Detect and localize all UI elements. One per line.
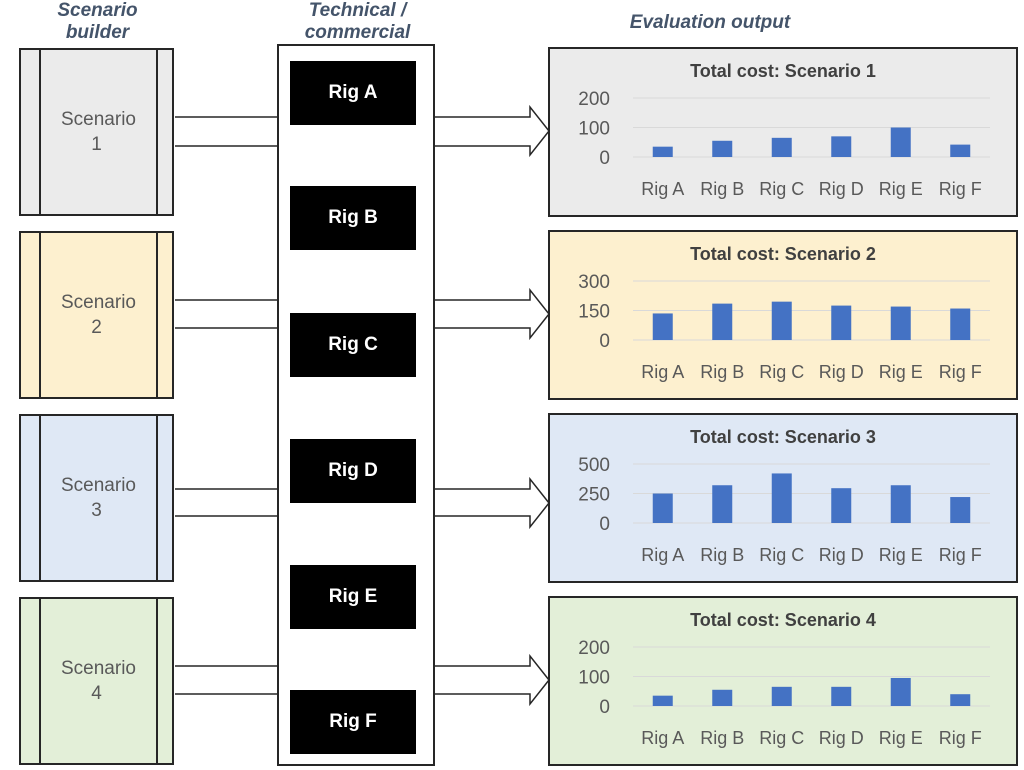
- scenario-box-1: Scenario 1: [19, 48, 174, 216]
- x-tick-label: Rig C: [759, 179, 804, 199]
- x-tick-label: Rig B: [700, 179, 744, 199]
- bar: [771, 473, 792, 523]
- x-tick-label: Rig D: [819, 728, 864, 748]
- y-tick-label: 150: [578, 302, 610, 323]
- scenario-box-divider: [39, 233, 41, 397]
- bar: [712, 140, 733, 157]
- y-tick-label: 0: [599, 697, 610, 718]
- x-tick-label: Rig B: [700, 728, 744, 748]
- bar: [771, 301, 792, 340]
- x-tick-label: Rig F: [939, 362, 982, 382]
- x-tick-label: Rig F: [939, 179, 982, 199]
- x-tick-label: Rig C: [759, 728, 804, 748]
- bar: [950, 694, 971, 706]
- bar: [652, 313, 673, 340]
- rig-box-e: Rig E: [290, 565, 416, 629]
- x-tick-label: Rig D: [819, 362, 864, 382]
- bar: [950, 497, 971, 523]
- scenario-box-3: Scenario 3: [19, 414, 174, 582]
- x-tick-label: Rig A: [641, 362, 684, 382]
- technical-commercial-box: [277, 44, 435, 766]
- scenario-box-divider: [156, 599, 158, 763]
- chart-title: Total cost: Scenario 1: [690, 61, 876, 81]
- bar: [771, 137, 792, 157]
- bar: [831, 305, 852, 340]
- x-tick-label: Rig B: [700, 362, 744, 382]
- scenario-box-divider: [156, 50, 158, 214]
- bar: [890, 127, 911, 157]
- x-tick-label: Rig A: [641, 545, 684, 565]
- rig-box-d: Rig D: [290, 439, 416, 503]
- bar: [652, 146, 673, 157]
- bar: [771, 686, 792, 706]
- chart-title: Total cost: Scenario 2: [690, 244, 876, 264]
- y-tick-label: 0: [599, 514, 610, 535]
- y-tick-label: 300: [578, 272, 610, 293]
- bar: [652, 695, 673, 706]
- scenario-box-divider: [156, 233, 158, 397]
- rig-box-a: Rig A: [290, 61, 416, 125]
- rig-box-f: Rig F: [290, 690, 416, 754]
- y-tick-label: 100: [578, 668, 610, 689]
- scenario-box-4: Scenario 4: [19, 597, 174, 765]
- bar: [890, 485, 911, 523]
- bar: [712, 689, 733, 706]
- y-tick-label: 500: [578, 455, 610, 476]
- x-tick-label: Rig E: [879, 179, 923, 199]
- bar: [712, 485, 733, 523]
- bar: [950, 308, 971, 340]
- bar: [831, 136, 852, 157]
- y-tick-label: 100: [578, 119, 610, 140]
- rig-box-c: Rig C: [290, 313, 416, 377]
- x-tick-label: Rig D: [819, 179, 864, 199]
- x-tick-label: Rig E: [879, 728, 923, 748]
- scenario-label: Scenario 2: [61, 292, 136, 338]
- x-tick-label: Rig F: [939, 545, 982, 565]
- bar: [890, 306, 911, 340]
- bar: [890, 677, 911, 706]
- scenario-box-divider: [39, 416, 41, 580]
- scenario-box-divider: [156, 416, 158, 580]
- y-tick-label: 200: [578, 89, 610, 110]
- technical-commercial-header: Technical / commercial: [304, 0, 411, 43]
- x-tick-label: Rig E: [879, 545, 923, 565]
- evaluation-output-header: Evaluation output: [629, 12, 791, 33]
- chart-title: Total cost: Scenario 4: [690, 610, 876, 630]
- bar: [831, 488, 852, 523]
- y-tick-label: 200: [578, 638, 610, 659]
- bar: [652, 493, 673, 523]
- y-tick-label: 250: [578, 485, 610, 506]
- bar: [712, 303, 733, 340]
- bar: [950, 144, 971, 157]
- scenario-label: Scenario 3: [61, 475, 136, 521]
- scenario-label: Scenario 4: [61, 658, 136, 704]
- scenario-label: Scenario 1: [61, 109, 136, 155]
- rig-box-b: Rig B: [290, 186, 416, 250]
- scenario-box-2: Scenario 2: [19, 231, 174, 399]
- x-tick-label: Rig C: [759, 545, 804, 565]
- scenario-builder-header: Scenario builder: [57, 0, 138, 43]
- scenario-box-divider: [39, 599, 41, 763]
- chart-title: Total cost: Scenario 3: [690, 427, 876, 447]
- bar: [831, 686, 852, 706]
- y-tick-label: 0: [599, 148, 610, 169]
- x-tick-label: Rig A: [641, 728, 684, 748]
- x-tick-label: Rig E: [879, 362, 923, 382]
- x-tick-label: Rig C: [759, 362, 804, 382]
- scenario-box-divider: [39, 50, 41, 214]
- x-tick-label: Rig D: [819, 545, 864, 565]
- x-tick-label: Rig F: [939, 728, 982, 748]
- x-tick-label: Rig B: [700, 545, 744, 565]
- y-tick-label: 0: [599, 331, 610, 352]
- x-tick-label: Rig A: [641, 179, 684, 199]
